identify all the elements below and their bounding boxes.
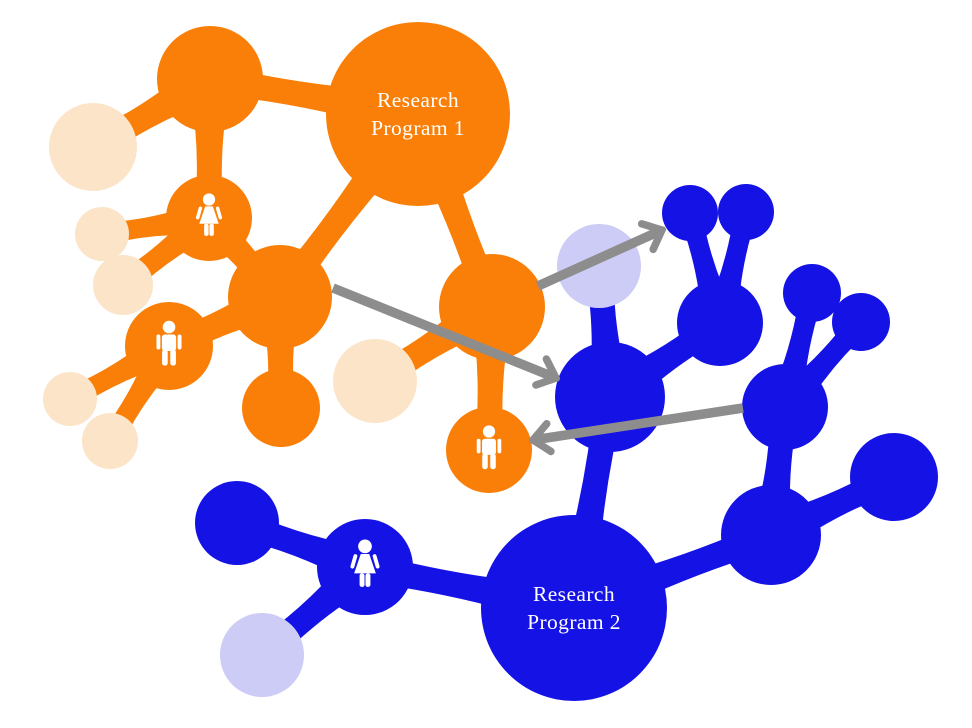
program-1-node-m1b — [82, 413, 138, 469]
program-2-node-t1 — [662, 185, 718, 241]
program-2-node-rb — [742, 364, 828, 450]
arrow-r-to-t1 — [536, 230, 662, 291]
program-1-node-a1 — [49, 103, 137, 191]
program-2-node-fba — [195, 481, 279, 565]
program-1-node-r1 — [333, 339, 417, 423]
program-2-node-br — [721, 485, 821, 585]
program-2-node-t — [677, 280, 763, 366]
program-1-node-a — [157, 26, 263, 132]
program-1-label-line-2: Program 1 — [371, 116, 465, 140]
program-2-node-fbb — [220, 613, 304, 697]
program-2-node-hba — [557, 224, 641, 308]
program-2-node-root — [481, 515, 667, 701]
program-2-node-t2 — [718, 184, 774, 240]
program-1-node-f1b — [93, 255, 153, 315]
program-2-label-line-2: Program 2 — [527, 610, 621, 634]
arrow-hub1-to-hub2 — [331, 283, 556, 378]
cross-program-arrows — [331, 230, 744, 440]
program-2-label-line-1: Research — [533, 582, 615, 606]
program-1-node-hub — [228, 245, 332, 349]
program-1-node-r — [439, 254, 545, 360]
program-1-node-f1a — [75, 207, 129, 261]
program-1-node-m1a — [43, 372, 97, 426]
arrow-rb-to-person — [533, 403, 744, 440]
program-2-node-br1 — [850, 433, 938, 521]
program-1-node-root — [326, 22, 510, 206]
program-1-label-line-1: Research — [377, 88, 459, 112]
program-1-node-sub — [242, 369, 320, 447]
program-2-node-rb1 — [783, 264, 841, 322]
program-2-node-rb2 — [832, 293, 890, 351]
